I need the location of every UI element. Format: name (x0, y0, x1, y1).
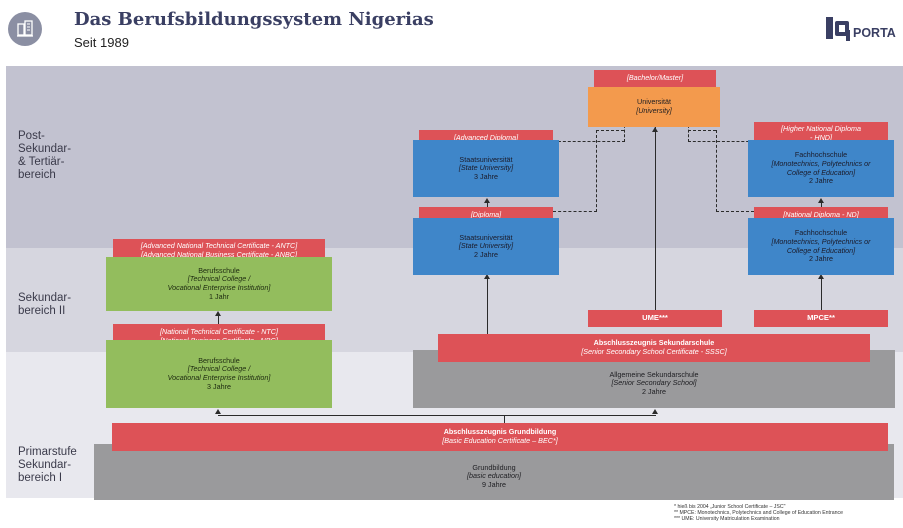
footnote-bec: * hieß bis 2004 „Junior School Certifica… (674, 504, 786, 510)
dash-advdiploma-horizontal (553, 141, 625, 142)
footnotes: * hieß bis 2004 „Junior School Certifica… (674, 504, 843, 523)
level-label-post-secondary: Post- Sekundar- & Tertiär- bereich (18, 130, 72, 181)
state-university-3-years: Staatsuniversität [State University] 3 J… (413, 140, 559, 197)
dash-nd-vertical (716, 130, 717, 212)
ume-exam: UME*** (588, 310, 722, 327)
bec-certificate: Abschlusszeugnis Grundbildung [Basic Edu… (112, 423, 888, 451)
arrow-stateuni-3 (484, 198, 490, 203)
dash-diploma-vertical (596, 130, 597, 212)
header-icon (8, 12, 42, 46)
arrow-voc-upper (215, 311, 221, 316)
page-title: Das Berufsbildungssystem Nigerias (74, 9, 434, 30)
arrow-poly-hnd (818, 198, 824, 203)
dash-diploma-top (596, 130, 624, 131)
connector-bec-horizontal (218, 415, 656, 416)
connector-ume-stateuni (487, 278, 488, 334)
university-box: Universität [University] (588, 87, 720, 127)
state-university-2-years: Staatsuniversität [State University] 2 J… (413, 218, 559, 275)
bq-logo-icon (826, 17, 850, 41)
page-subtitle: Seit 1989 (74, 35, 129, 50)
arrow-senior-secondary (652, 409, 658, 414)
level-label-primary: Primarstufe Sekundar- bereich I (18, 446, 77, 484)
footnote-mpce: ** MPCE: Monotechnics, Polytechnics and … (674, 510, 843, 517)
arrow-poly-nd (818, 274, 824, 279)
arrow-stateuni-2 (484, 274, 490, 279)
footnote-ume: *** UME: University Matriculation Examin… (674, 516, 780, 523)
dash-nd-top (688, 130, 716, 131)
dash-hnd-horizontal (688, 141, 754, 142)
connector-bec-split (504, 415, 505, 423)
arrow-university (652, 127, 658, 132)
level-label-secondary-two: Sekundar- bereich II (18, 292, 72, 317)
bq-porta-logo: PORTA (826, 16, 898, 42)
bachelor-certificate: [Bachelor/Master] (594, 70, 716, 87)
connector-mpce-poly (821, 278, 822, 310)
mpce-exam: MPCE** (754, 310, 888, 327)
polytechnic-hnd-box: Fachhochschule [Monotechnics, Polytechni… (748, 140, 894, 197)
polytechnic-nd-box: Fachhochschule [Monotechnics, Polytechni… (748, 218, 894, 275)
sssc-certificate: Abschlusszeugnis Sekundarschule [Senior … (438, 334, 870, 362)
vocational-school-3-years: Berufsschule [Technical College / Vocati… (106, 340, 332, 408)
connector-nd-hnd (821, 202, 822, 207)
dash-nd-horizontal (716, 211, 754, 212)
logo-text: PORTA (853, 26, 896, 40)
connector-ntc-vocupper (218, 314, 219, 324)
basic-education: Grundbildung [basic education] 9 Jahre (94, 444, 894, 500)
arrow-voc-lower (215, 409, 221, 414)
dash-diploma-horizontal (553, 211, 597, 212)
connector-sssc-university (655, 104, 656, 320)
vocational-school-1-year: Berufsschule [Technical College / Vocati… (106, 257, 332, 311)
connector-diploma-stateuni3 (487, 202, 488, 207)
building-book-icon (17, 20, 33, 37)
